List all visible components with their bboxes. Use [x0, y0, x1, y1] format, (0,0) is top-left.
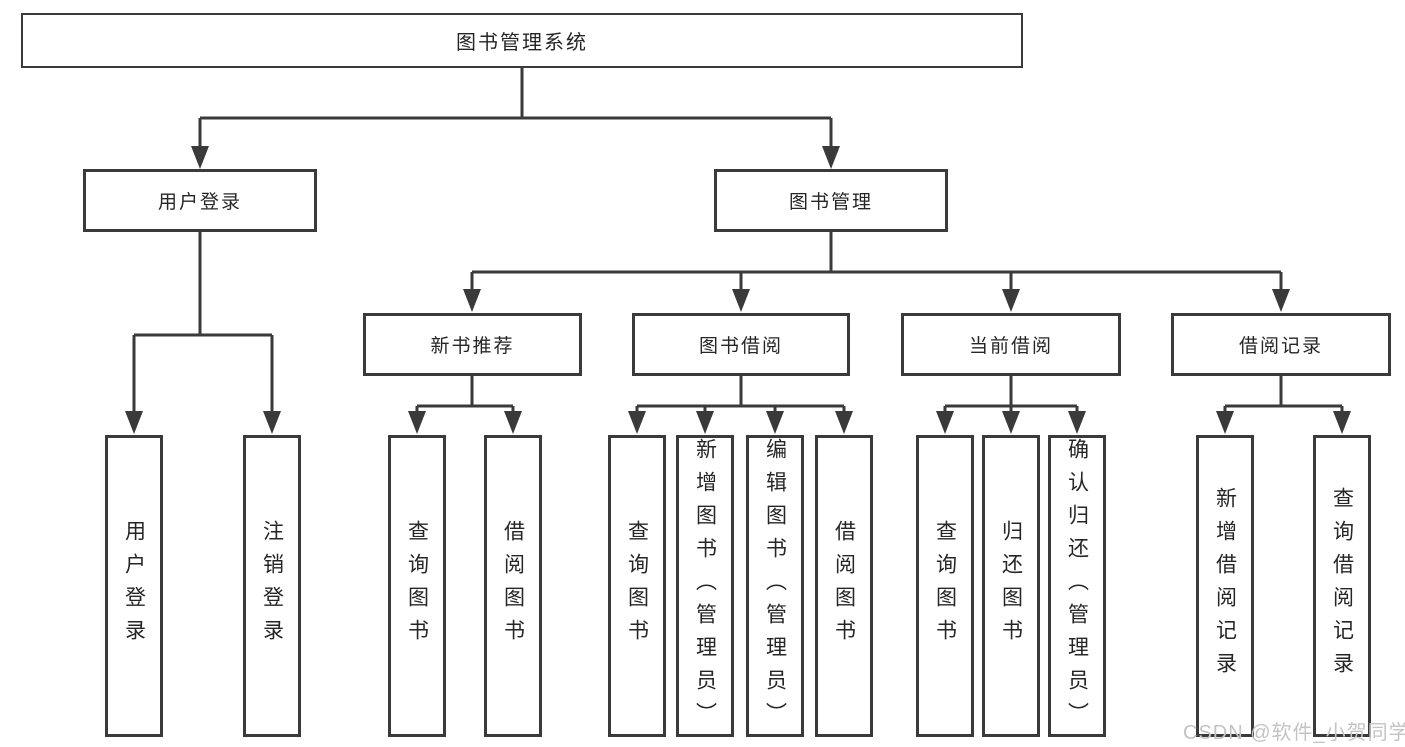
leaf-bor-query-books-label: 查询图书: [625, 520, 649, 652]
leaf-cur-query-books-label: 查询图书: [933, 520, 957, 652]
node-new-book-recommend-label: 新书推荐: [430, 336, 515, 357]
node-new-book-recommend: 新书推荐: [363, 313, 582, 376]
leaf-log-query-record: 查询借阅记录: [1313, 435, 1371, 737]
leaf-cur-return-books: 归还图书: [982, 435, 1040, 737]
leaf-logout-label: 注销登录: [260, 520, 284, 652]
leaf-bor-query-books: 查询图书: [608, 435, 666, 737]
leaf-log-add-record-label: 新增借阅记录: [1213, 487, 1237, 685]
node-user-login-label: 用户登录: [157, 192, 242, 213]
leaf-rec-query-books: 查询图书: [388, 435, 446, 737]
node-book-management: 图书管理: [714, 169, 948, 232]
leaf-bor-borrow-books-label: 借阅图书: [832, 520, 856, 652]
leaf-user-login-label: 用户登录: [122, 520, 146, 652]
csdn-watermark: CSDN @软件_小贺同学: [1183, 722, 1405, 744]
node-root-label: 图书管理系统: [456, 32, 588, 54]
node-book-borrow-label: 图书借阅: [698, 336, 783, 357]
node-current-borrow-label: 当前借阅: [968, 336, 1053, 357]
node-book-management-label: 图书管理: [788, 192, 873, 213]
node-user-login: 用户登录: [83, 169, 317, 232]
node-borrow-records-label: 借阅记录: [1238, 336, 1323, 357]
leaf-cur-confirm-return-admin: 确认归还（管理员）: [1048, 435, 1106, 737]
leaf-cur-query-books: 查询图书: [916, 435, 974, 737]
leaf-user-login: 用户登录: [105, 435, 163, 737]
node-book-borrow: 图书借阅: [632, 313, 850, 376]
leaf-bor-add-books-admin-label: 新增图书（管理员）: [693, 437, 717, 735]
leaf-logout: 注销登录: [243, 435, 301, 737]
leaf-bor-borrow-books: 借阅图书: [815, 435, 873, 737]
node-root: 图书管理系统: [21, 13, 1023, 68]
leaf-rec-query-books-label: 查询图书: [405, 520, 429, 652]
leaf-rec-borrow-books: 借阅图书: [484, 435, 542, 737]
leaf-cur-confirm-return-admin-label: 确认归还（管理员）: [1065, 437, 1089, 735]
leaf-log-query-record-label: 查询借阅记录: [1330, 487, 1354, 685]
leaf-bor-edit-books-admin: 编辑图书（管理员）: [746, 435, 804, 737]
node-borrow-records: 借阅记录: [1171, 313, 1391, 376]
leaf-rec-borrow-books-label: 借阅图书: [501, 520, 525, 652]
leaf-bor-add-books-admin: 新增图书（管理员）: [676, 435, 734, 737]
leaf-cur-return-books-label: 归还图书: [999, 520, 1023, 652]
leaf-bor-edit-books-admin-label: 编辑图书（管理员）: [763, 437, 787, 735]
node-current-borrow: 当前借阅: [901, 313, 1121, 376]
leaf-log-add-record: 新增借阅记录: [1196, 435, 1254, 737]
